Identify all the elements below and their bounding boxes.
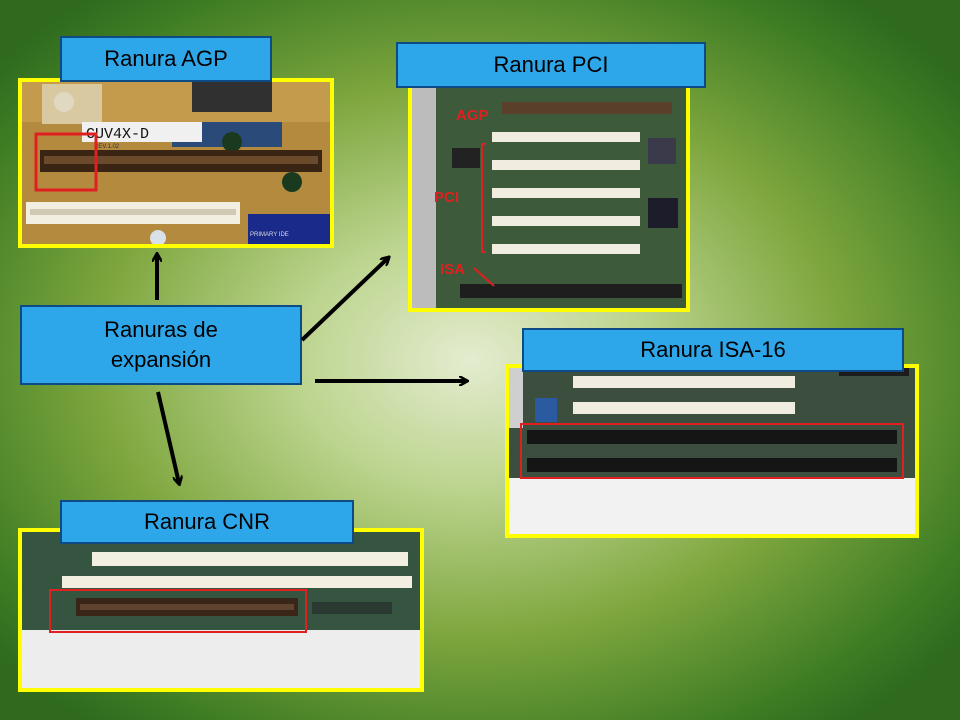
agp-slot-photo: CUV4X-D REV.1.02 PRIMARY IDE	[18, 78, 334, 248]
agp-label: Ranura AGP	[60, 36, 272, 82]
primary-ide-text: PRIMARY IDE	[250, 232, 289, 238]
pci-slot-photo: AGP PCI ISA	[408, 84, 690, 312]
expansion-slots-box: Ranuras de expansión	[20, 305, 302, 385]
arrow-to-cnr	[156, 391, 179, 483]
arrow-to-pci	[300, 258, 388, 342]
center-line-1: Ranuras de	[104, 317, 218, 342]
cnr-slot-photo	[18, 528, 424, 692]
cnr-label: Ranura CNR	[60, 500, 354, 544]
agp-highlight-box	[34, 132, 98, 192]
pci-label: Ranura PCI	[396, 42, 706, 88]
pci-tag-isa: ISA	[440, 261, 465, 278]
isa16-label: Ranura ISA-16	[522, 328, 904, 372]
isa16-slot-photo	[505, 364, 919, 538]
isa16-highlight-box	[520, 423, 904, 479]
center-line-2: expansión	[110, 347, 212, 372]
board-rev-text: REV.1.02	[94, 144, 120, 150]
board-model-text: CUV4X-D	[86, 126, 149, 143]
pci-tag-agp: AGP	[456, 107, 489, 124]
pci-tag-pci: PCI	[434, 189, 459, 206]
cnr-highlight-box	[49, 589, 307, 633]
